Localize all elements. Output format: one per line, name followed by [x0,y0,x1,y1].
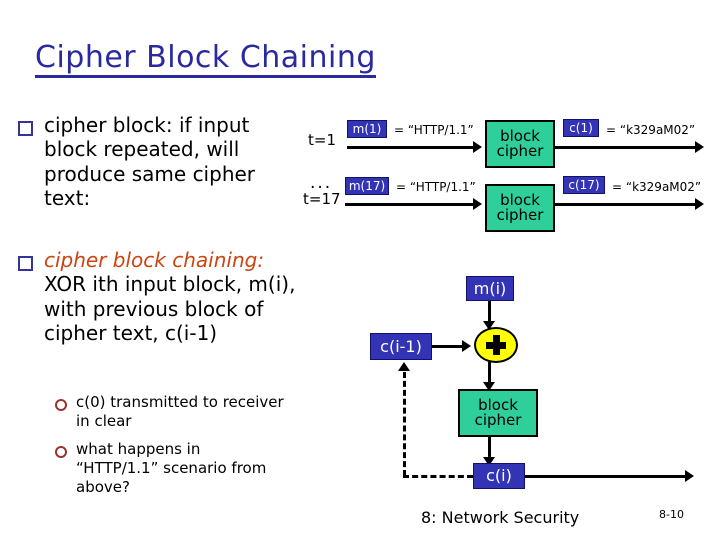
circle-bullet-icon [55,399,67,411]
ecb-row-1-output-arrow-head [695,141,704,153]
block-cipher-label-line2: cipher [496,142,544,160]
cbc-prev-cipher-arrow-line [432,345,464,348]
ecb-ellipsis: ... [310,173,333,193]
bullet-text: cipher block: if input block repeated, w… [44,113,256,211]
cbc-feedback-arrow-head [398,362,410,371]
sub-bullet-text: what happens in “HTTP/1.1” scenario from… [76,440,267,496]
page-title: Cipher Block Chaining [35,42,376,78]
cbc-message-box: m(i) [466,276,514,301]
ecb-row-2-time-label: t=17 [303,190,341,208]
ecb-row-1-time-label: t=1 [308,131,336,149]
ecb-row-1-input-box: m(1) [347,120,387,138]
ecb-row-1-input-arrow-line [347,146,473,149]
cbc-block-cipher: block cipher [458,389,538,437]
bullet-item-cipher-block: cipher block: if input block repeated, w… [18,113,303,211]
cbc-feedback-dashed-vertical [403,372,406,476]
ecb-row-1-input-value: = “HTTP/1.1” [394,123,474,137]
cbc-feedback-dashed-horizontal [403,475,473,478]
plus-icon [486,335,506,355]
sub-bullet-text: c(0) transmitted to receiver in clear [76,393,284,430]
square-bullet-icon [18,121,33,136]
ecb-row-2-input-arrow-line [345,203,473,206]
square-bullet-icon [18,256,33,271]
ecb-row-2-block-cipher: block cipher [485,184,555,232]
ecb-row-2-output-box: c(17) [563,176,605,194]
cbc-output-box: c(i) [473,463,525,489]
block-cipher-label-line1: block [500,191,540,209]
cbc-xor-output-arrow-line [488,362,491,384]
cbc-output-arrow-head [685,470,694,482]
ecb-row-2-output-value: = “k329aM02” [612,180,702,194]
cbc-prev-cipher-arrow-head [462,340,471,352]
ecb-row-1-block-cipher: block cipher [485,120,555,168]
cbc-output-arrow-line [525,475,685,478]
page-number: 8-10 [659,508,684,521]
bullet-item-cipher-block-chaining: cipher block chaining: XOR ith input blo… [18,248,308,346]
ecb-row-2-input-box: m(17) [345,177,389,195]
bullet-text-rest: XOR ith input block, m(i), with previous… [44,272,296,346]
ecb-row-1-input-arrow-head [473,141,482,153]
sub-bullet-item-c0-transmitted: c(0) transmitted to receiver in clear [55,393,285,431]
sub-bullet-item-http-scenario: what happens in “HTTP/1.1” scenario from… [55,440,285,496]
cbc-xor-output-arrow-head [483,382,495,391]
block-cipher-label-line2: cipher [496,206,544,224]
ecb-row-2-output-arrow-line [555,203,695,206]
ecb-row-2-input-value: = “HTTP/1.1” [396,180,476,194]
cbc-cipher-output-arrow-line [488,437,491,460]
ecb-row-1-output-box: c(1) [563,119,599,137]
cbc-cipher-output-arrow-head [483,457,495,466]
block-cipher-label-line1: block [478,396,518,414]
cbc-message-arrow-line [488,301,491,323]
ecb-row-1-output-arrow-line [555,146,695,149]
footer-title: 8: Network Security [421,508,580,527]
ecb-row-2-output-arrow-head [695,198,704,210]
ecb-row-1-output-value: = “k329aM02” [606,123,696,137]
bullet-highlight-term: cipher block chaining: [44,248,265,272]
block-cipher-label-line2: cipher [474,411,522,429]
cbc-prev-cipher-box: c(i-1) [370,333,432,360]
block-cipher-label-line1: block [500,127,540,145]
circle-bullet-icon [55,446,67,458]
bullet-text: cipher block chaining: XOR ith input blo… [44,248,308,346]
xor-node [474,327,518,363]
ecb-row-2-input-arrow-head [473,198,482,210]
cbc-message-arrow-head [483,321,495,330]
